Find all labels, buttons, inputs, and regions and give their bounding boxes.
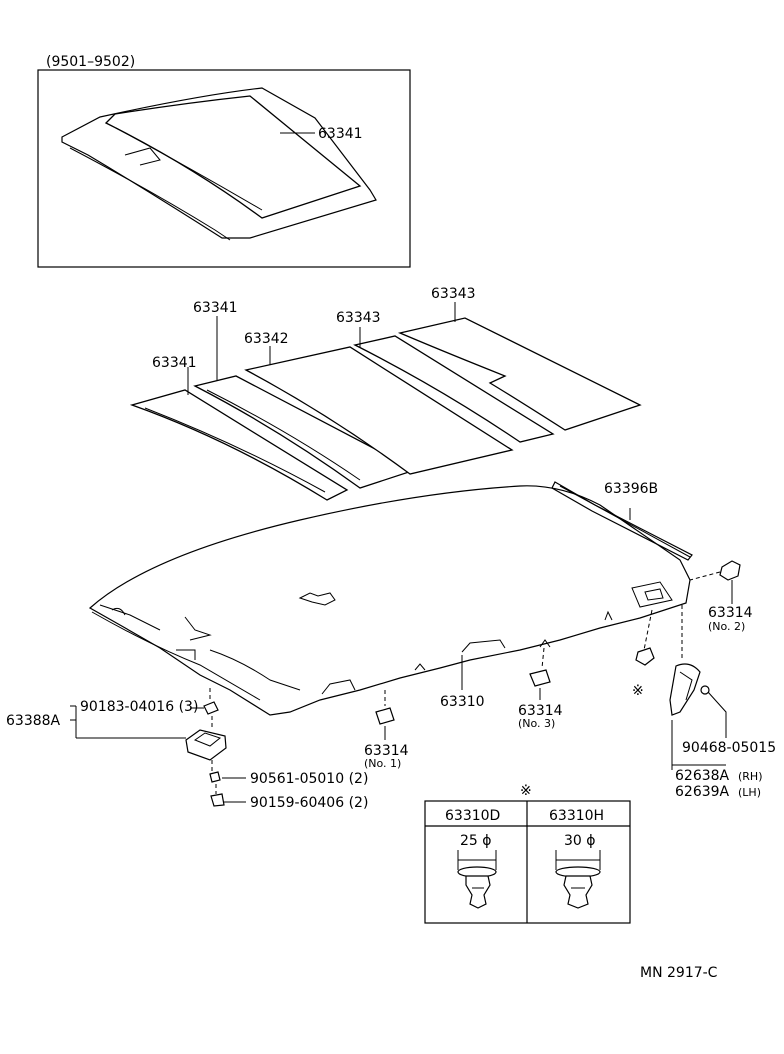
label-63396B: 63396B xyxy=(604,481,658,497)
panel-63342: 63342 xyxy=(244,331,514,475)
weatherstrip-63396B: 63396B xyxy=(551,481,693,561)
label-90183: 90183-04016 (3) xyxy=(80,699,198,715)
clip-table-mark: ※ xyxy=(520,783,532,799)
sun-visor-62638A: 90468-05015 62638A (RH) 62639A (LH) xyxy=(669,605,776,800)
label-no1: (No. 1) xyxy=(364,757,401,770)
label-no2: (No. 2) xyxy=(708,620,745,633)
clip-header-63310D: 63310D xyxy=(445,808,500,824)
inset-box: (9501–9502) 63341 xyxy=(37,54,411,268)
clip-size-25: 25 ϕ xyxy=(460,833,492,849)
label-63314-no3: 63314 xyxy=(518,703,563,719)
clip-63310D-drawing xyxy=(457,866,497,909)
label-90159: 90159-60406 (2) xyxy=(250,795,368,811)
label-63343-mid: 63343 xyxy=(336,310,381,326)
dome-lamp-63388A: 90183-04016 (3) 63388A 90561-05010 (2) 9… xyxy=(6,688,368,811)
label-63388A: 63388A xyxy=(6,713,61,729)
clip-header-63310H: 63310H xyxy=(549,808,604,824)
label-lh: (LH) xyxy=(738,786,761,799)
clip-63310H-drawing xyxy=(555,866,601,909)
clip-63314-no1: 63314 (No. 1) xyxy=(364,690,409,770)
label-asterisk-clip: ※ xyxy=(632,683,644,699)
clip-63314-no3: 63314 (No. 3) xyxy=(518,647,563,730)
inset-date-label: (9501–9502) xyxy=(46,54,135,70)
label-no3: (No. 3) xyxy=(518,717,555,730)
panel-63341-upper: 63341 xyxy=(193,300,417,489)
label-63314-no2: 63314 xyxy=(708,605,753,621)
label-63341-top: 63341 xyxy=(193,300,238,316)
headlining-outline xyxy=(88,485,691,716)
panel-63341-left: 63341 xyxy=(129,355,349,501)
label-group-63310: 63310 xyxy=(440,655,485,710)
inset-part-label: 63341 xyxy=(318,126,363,142)
label-90468: 90468-05015 xyxy=(682,740,776,756)
label-63343-right: 63343 xyxy=(431,286,476,302)
clip-size-30: 30 ϕ xyxy=(564,833,596,849)
label-63314-no1: 63314 xyxy=(364,743,409,759)
clip-63314-no2: 63314 (No. 2) xyxy=(689,560,753,633)
label-63341-left: 63341 xyxy=(152,355,197,371)
clip-table: ※ 63310D 63310H 25 ϕ 30 ϕ xyxy=(424,783,631,924)
panel-63343-mid: 63343 xyxy=(336,310,555,443)
label-90561: 90561-05010 (2) xyxy=(250,771,368,787)
inset-panel-63341 xyxy=(104,95,362,219)
label-62638A: 62638A xyxy=(675,768,730,784)
label-62639A: 62639A xyxy=(675,784,730,800)
label-63310: 63310 xyxy=(440,694,485,710)
diagram-code: MN 2917-C xyxy=(640,965,718,981)
label-63342: 63342 xyxy=(244,331,289,347)
clip-asterisk: ※ xyxy=(632,609,655,699)
panel-63343-right: 63343 xyxy=(397,286,642,431)
headlining-63310 xyxy=(88,485,691,716)
label-rh: (RH) xyxy=(738,770,763,783)
dome-hole xyxy=(298,592,336,606)
